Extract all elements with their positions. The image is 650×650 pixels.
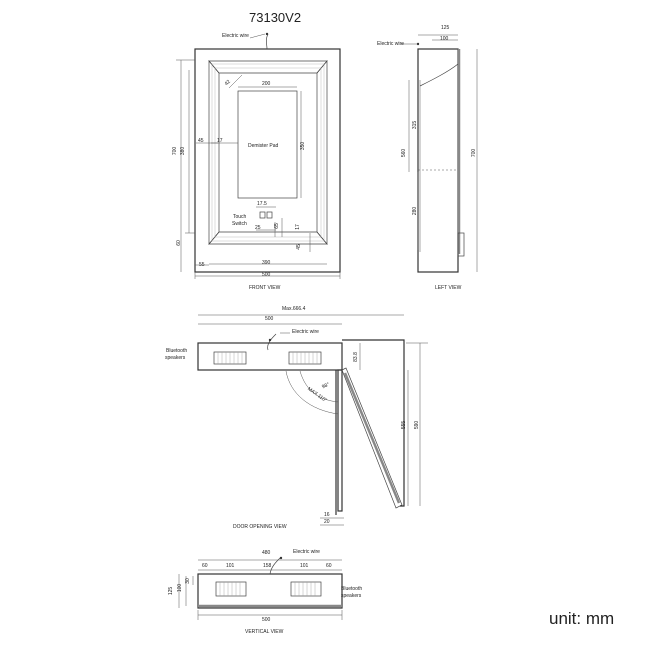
door-electric-wire-label: Electric wire: [292, 329, 319, 335]
left-dim-560: 560: [401, 148, 408, 158]
vertical-electric-wire-label: Electric wire: [293, 549, 320, 555]
front-dim-17: 17: [217, 138, 223, 144]
front-dim-350: 350: [300, 141, 307, 151]
front-dim-25: 25: [255, 225, 261, 231]
vertical-dim-100: 100: [177, 583, 184, 593]
front-dim-45: 45: [198, 138, 204, 144]
touch-switch-a: [259, 211, 266, 219]
vertical-dim-30: 30: [184, 578, 191, 584]
door-bluetooth-label-1: Bluetooth: [166, 348, 188, 354]
door-opening-view: [197, 314, 428, 526]
front-dim-700: 700: [172, 146, 179, 156]
door-view-label: DOOR OPENING VIEW: [233, 524, 287, 530]
door-dim-590: 590: [414, 420, 421, 430]
front-dim-200: 200: [262, 81, 271, 87]
touch-label-1: Touch: [233, 214, 247, 220]
touch-switch-b: [266, 211, 273, 219]
door-dim-500: 500: [265, 316, 274, 322]
vertical-dim-101b: 101: [300, 563, 309, 569]
vertical-dim-125: 125: [168, 586, 175, 596]
vertical-bluetooth-label-2: speakers: [341, 593, 362, 599]
vertical-dim-101a: 101: [226, 563, 235, 569]
vertical-view: [178, 556, 343, 620]
unit-label: unit: mm: [549, 609, 615, 628]
door-bluetooth-label-2: speakers: [165, 355, 186, 361]
vertical-dim-60a: 60: [202, 563, 208, 569]
front-dim-55: 55: [199, 262, 205, 268]
front-dim-380: 380: [180, 146, 187, 156]
left-electric-wire-label: Electric wire: [377, 41, 404, 47]
vertical-dim-500: 500: [262, 617, 271, 623]
left-dim-100: 100: [440, 36, 449, 42]
drawing-title: 73130V2: [249, 10, 302, 25]
front-dim-500: 500: [262, 272, 271, 278]
left-dim-280: 280: [412, 206, 419, 216]
vertical-bluetooth-label-1: Bluetooth: [341, 586, 363, 592]
front-dim-17b: 17: [294, 224, 301, 230]
front-view-label: FRONT VIEW: [249, 285, 281, 291]
mirror-outline: [194, 48, 341, 273]
front-dim-390: 390: [262, 260, 271, 266]
front-dim-45b: 45: [295, 244, 302, 250]
vertical-view-label: VERTICAL VIEW: [245, 629, 284, 635]
vertical-dim-158: 158: [263, 563, 272, 569]
front-dim-60: 60: [175, 240, 182, 246]
front-electric-wire-label: Electric wire: [222, 33, 249, 39]
door-dim-20: 20: [324, 519, 330, 525]
front-view: [176, 32, 341, 279]
left-view: [400, 34, 478, 273]
door-dim-max: Max.666.4: [282, 306, 306, 312]
door-dim-83-8: 83.8: [352, 352, 359, 362]
door-dim-555: 555: [401, 420, 408, 430]
front-dim-65: 65: [273, 223, 280, 229]
touch-label-2: Switch: [232, 221, 247, 227]
left-dim-125: 125: [441, 25, 450, 31]
demister-pad-label: Demister Pad: [248, 143, 279, 149]
left-view-label: LEFT VIEW: [435, 285, 462, 291]
left-dim-700: 700: [471, 148, 478, 158]
front-dim-17-5: 17.5: [257, 201, 267, 207]
left-dim-315: 315: [412, 120, 419, 130]
vertical-dim-480: 480: [262, 550, 271, 556]
door-dim-16: 16: [324, 512, 330, 518]
demister-pad: [237, 90, 298, 199]
vertical-dim-60b: 60: [326, 563, 332, 569]
